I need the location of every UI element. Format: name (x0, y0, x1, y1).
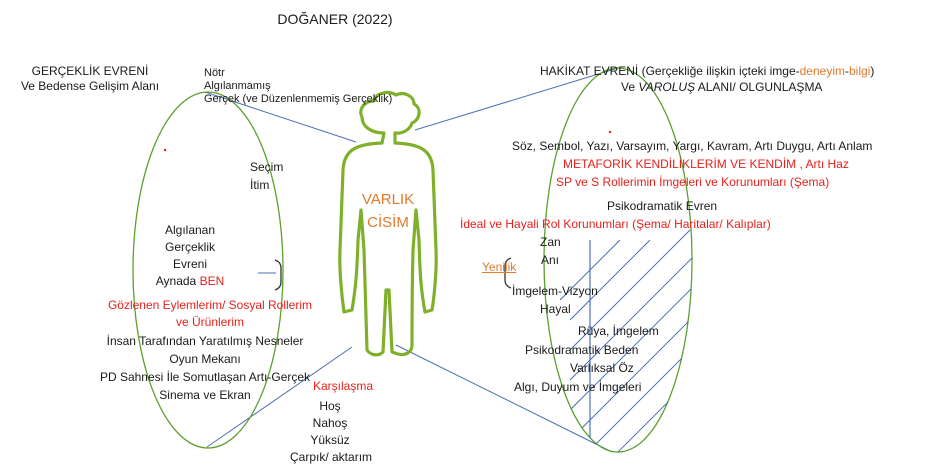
existential-self-text: Varlıksal Öz (570, 361, 634, 375)
observed-line-1: Gözlenen Eylemlerim/ Sosyal Rollerim (107, 298, 313, 312)
objects-line-3: PD Sahnesi İle Somutlaşan Artı-Gerçek (99, 370, 311, 384)
truth-universe-header-line-1: HAKİKAT EVRENİ (Gerçekliğe ilişkin içtek… (540, 64, 874, 79)
header-line-1: GERÇEKLİK EVRENİ (31, 64, 149, 78)
encounter-item-carpik: Çarpık/ aktarım (290, 450, 373, 464)
dream-imagery-text: Rüya, İmgelem (578, 324, 659, 338)
bilgi-text: bilgi (848, 64, 871, 78)
novelty-label: Yenilik (482, 260, 517, 274)
objects-line-4: Sinema ve Ekran (159, 388, 251, 402)
ve-text: Ve (621, 80, 639, 94)
perception-text: Algı, Duyum ve İmgeleri (514, 380, 642, 394)
figure-label: VARLIK CİSİM (338, 188, 438, 234)
varlik-label: VARLIK (361, 191, 415, 208)
red-dot-marker-2 (608, 130, 612, 134)
human-figure (338, 90, 438, 357)
connector-line-right-bottom (395, 344, 613, 453)
aynada-text: Aynada (155, 274, 200, 288)
right-bracket (504, 257, 512, 289)
varolus-text: VAROLUŞ (638, 80, 696, 94)
encounter-item-nahos: Nahoş (312, 416, 348, 430)
notr-line-2: Algılanmamış (204, 80, 271, 92)
truth-universe-header-line-2: Ve VAROLUŞ ALANI/ OLGUNLAŞMA (621, 80, 822, 95)
objects-line-2: Oyun Mekanı (169, 352, 241, 366)
role-images-text: SP ve S Rollerimin İmgeleri ve Korunumla… (556, 175, 830, 189)
gerceklik-line: Gerçeklik (164, 240, 215, 254)
secim-label: Seçim (250, 160, 284, 174)
encounter-items: Hoş Nahoş Yüksüz Çarpık/ aktarım (290, 398, 373, 466)
observed-actions-text: Gözlenen Eylemlerim/ Sosyal Rollerim ve … (60, 297, 360, 331)
objects-line-1: İnsan Tarafından Yaratılmış Nesneler (106, 334, 304, 348)
metaphoric-selves-text: METAFORİK KENDİLİKLERİM VE KENDİM , Artı… (563, 157, 849, 171)
mirror-line: Aynada BEN (120, 273, 260, 290)
algilanan-line: Algılanan (164, 223, 216, 237)
reality-universe-ellipse (132, 91, 284, 449)
deneyim-text: deneyim (799, 64, 845, 78)
notr-line-1: Nötr (204, 67, 225, 79)
connector-line-right-top (414, 67, 619, 131)
reality-universe-header: GERÇEKLİK EVRENİ Ve Bedense Gelişim Alan… (0, 64, 180, 94)
psychodramatic-body-text: Psikodramatik Beden (525, 343, 639, 357)
perceived-reality-block: Algılanan Gerçeklik Evreni Aynada BEN (120, 222, 260, 290)
connector-line-left-bottom (206, 346, 353, 448)
cisim-label: CİSİM (367, 214, 409, 231)
neutral-reality-text: Nötr Algılanmamış Gerçek (ve Düzenlenmem… (204, 67, 392, 106)
observed-line-2: ve Ürünlerim (175, 315, 244, 329)
evreni-line: Evreni (172, 257, 207, 271)
dash-text: - (844, 64, 849, 78)
encounter-item-hos: Hoş (319, 399, 341, 413)
left-bracket (274, 259, 282, 291)
header-line-2: Ve Bedense Gelişim Alanı (20, 79, 160, 93)
close-paren-text: ) (870, 64, 875, 78)
human-made-objects-text: İnsan Tarafından Yaratılmış Nesneler Oyu… (55, 332, 355, 404)
imagery-vision-text: İmgelem-Vizyon (512, 284, 598, 298)
ani-text: Anı (541, 253, 560, 267)
diagram-title: DOĞANER (2022) (277, 11, 393, 27)
alani-text: ALANI/ OLGUNLAŞMA (695, 80, 823, 94)
dream-text: Hayal (540, 302, 571, 316)
red-dot-marker (163, 148, 167, 152)
encounter-item-yuksuz: Yüksüz (310, 433, 350, 447)
zan-text: Zan (540, 235, 561, 249)
psychodramatic-universe-text: Psikodramatik Evren (607, 199, 718, 213)
concepts-list: Söz, Sembol, Yazı, Varsayım, Yargı, Kavr… (512, 139, 873, 153)
encounter-label: Karşılaşma (313, 379, 374, 393)
ideal-roles-text: İdeal ve Hayali Rol Korunumları (Şema/ H… (460, 217, 771, 231)
header-text-a: HAKİKAT EVRENİ (Gerçekliğe ilişkin içtek… (540, 64, 800, 78)
selection-text: Seçim İtim (250, 160, 283, 193)
itim-label: İtim (250, 178, 270, 192)
notr-line-3: Gerçek (ve Düzenlenmemiş Gerçeklik) (204, 93, 393, 105)
ben-text: BEN (199, 274, 225, 288)
